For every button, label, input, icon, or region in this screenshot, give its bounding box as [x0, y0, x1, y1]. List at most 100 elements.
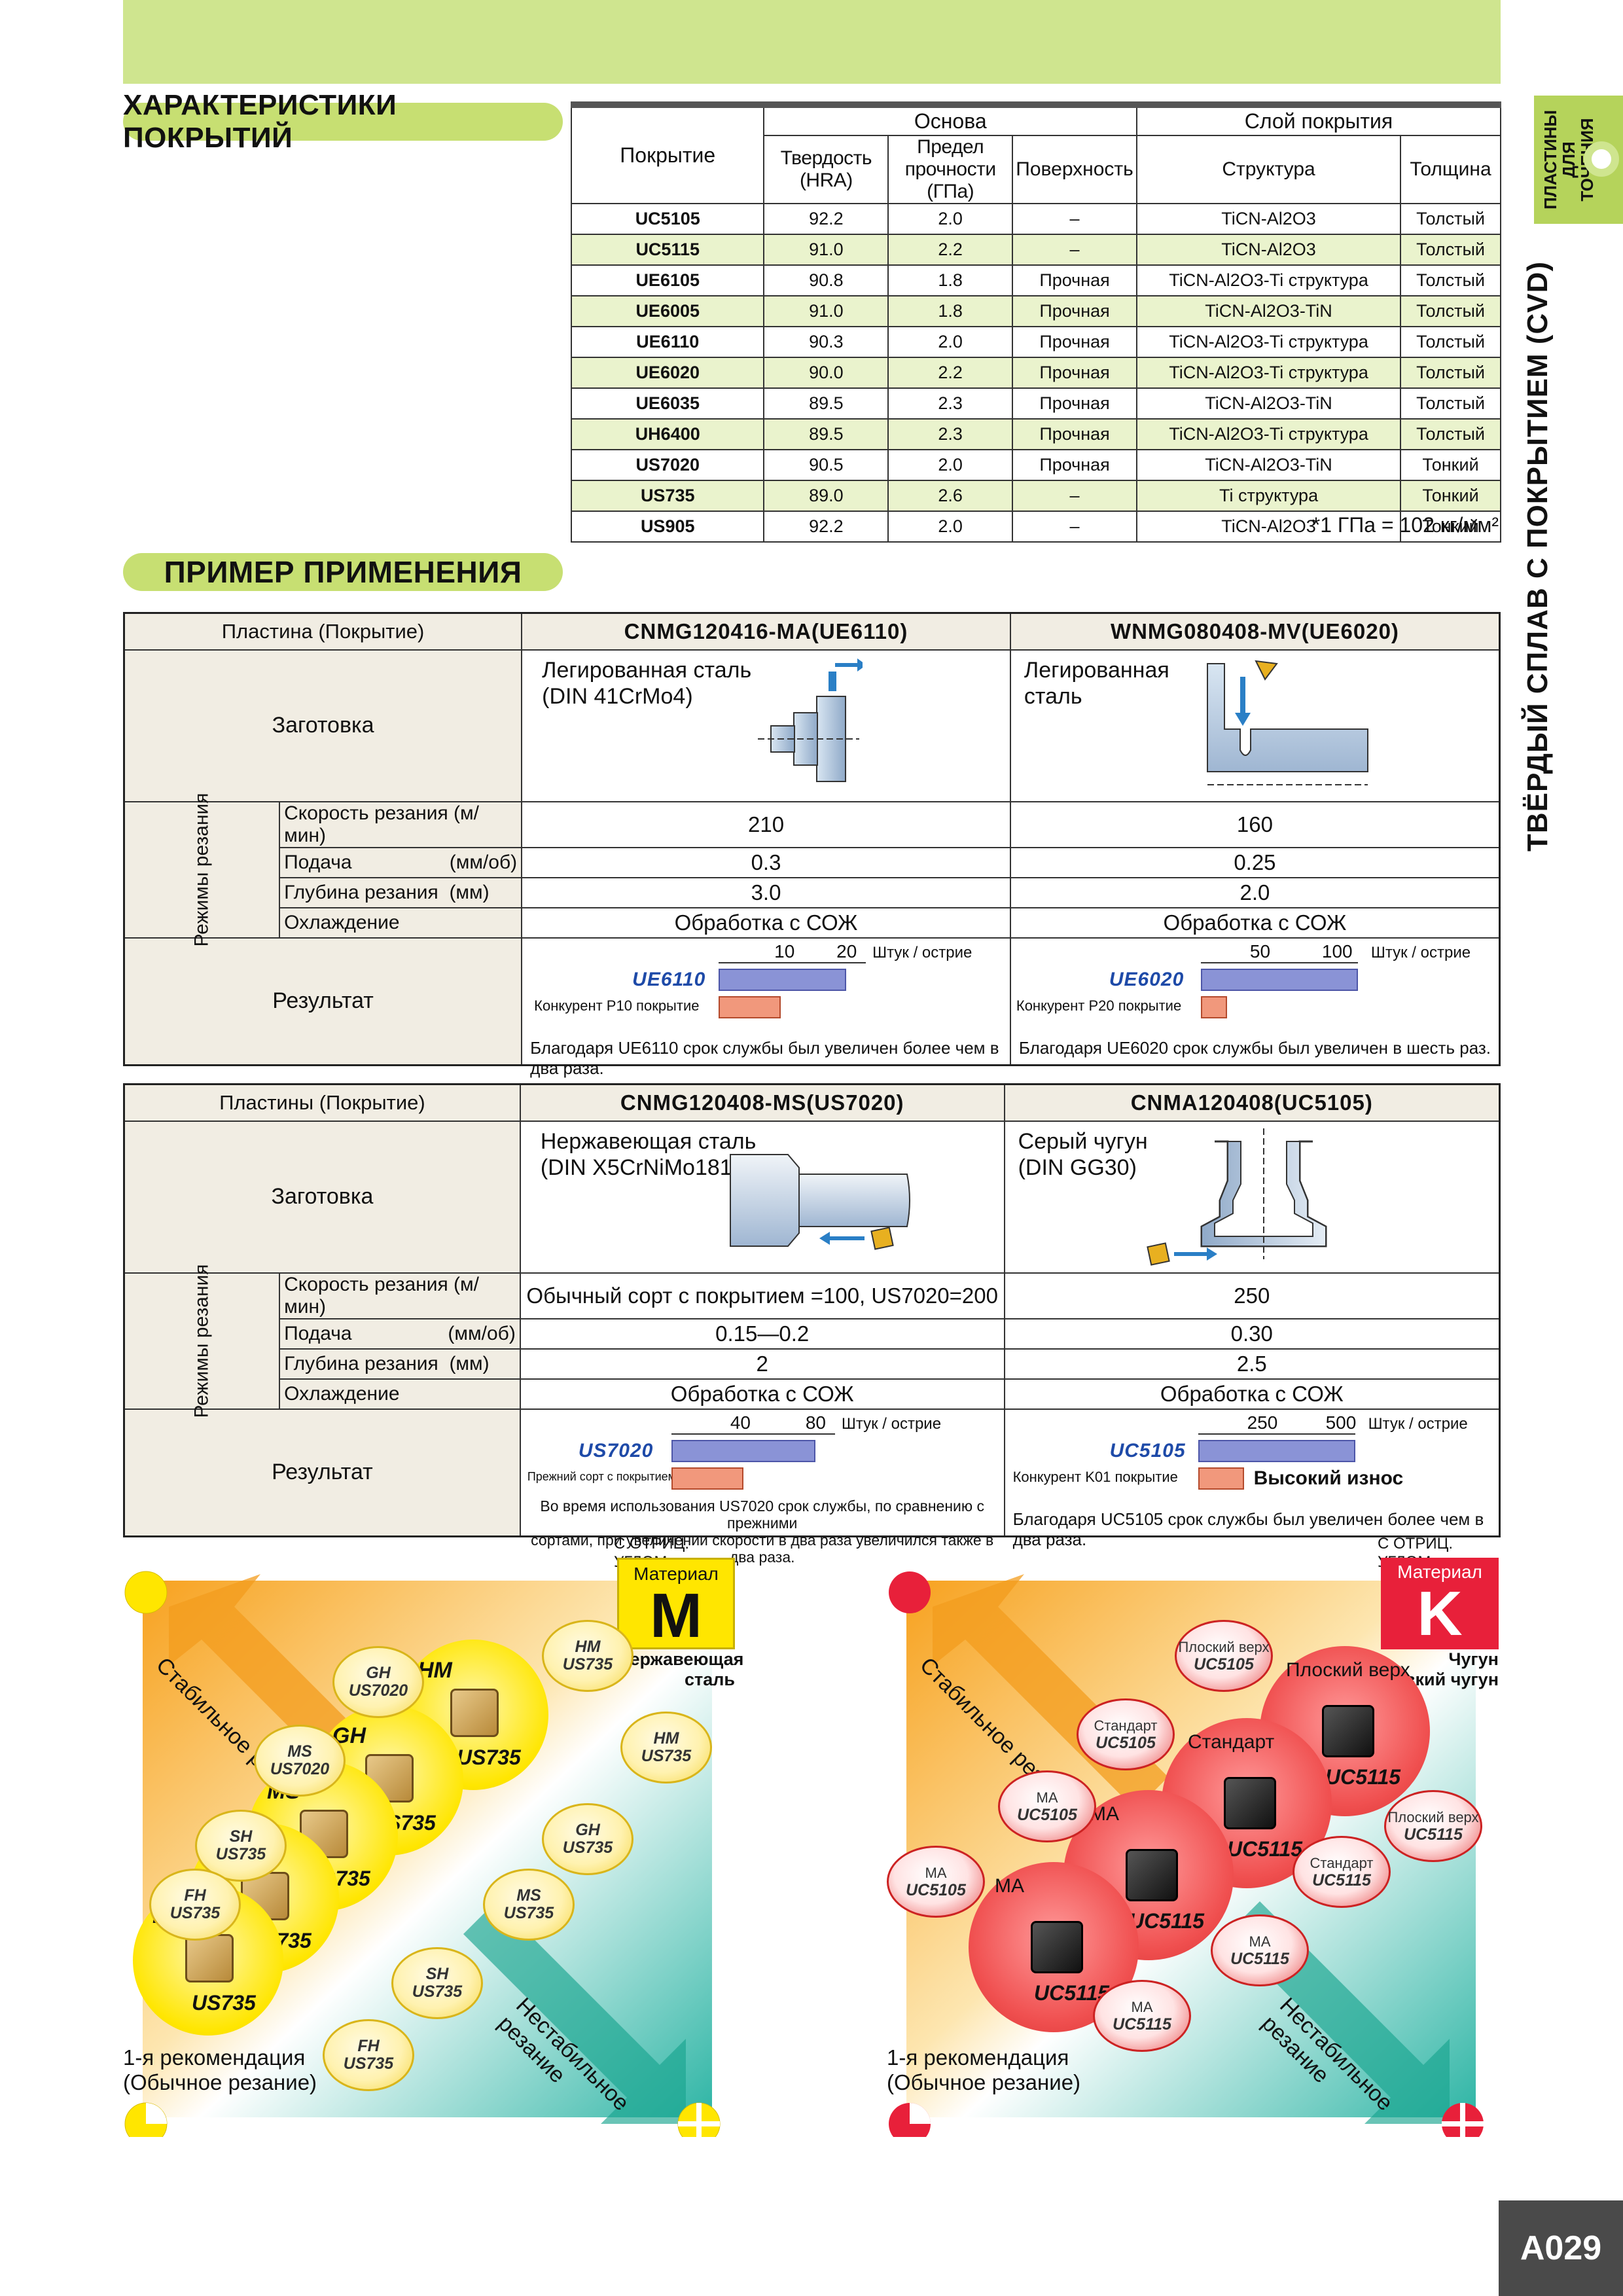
- insert-icon: [185, 1934, 234, 1982]
- material-line-2: сталь: [1024, 683, 1082, 709]
- grade-label: US7020: [270, 1760, 330, 1778]
- cell-gpa: 2.0: [887, 449, 1014, 481]
- material-k-badge: Материал K Чугун Ковкий чугун: [1381, 1558, 1499, 1690]
- competitor-label: Конкурент P10 покрытие: [534, 997, 700, 1014]
- breaker-label: Стандарт: [1094, 1717, 1158, 1734]
- breaker-label: MS: [287, 1742, 312, 1761]
- application-table-2: Пластины (Покрытие) CNMG120408-MS(US7020…: [123, 1083, 1501, 1566]
- cell-thickness: Толстый: [1400, 418, 1501, 450]
- breaker-label: MS: [516, 1886, 541, 1905]
- tick-1: 250: [1247, 1412, 1278, 1433]
- t1-a-speed: 210: [521, 800, 1011, 848]
- cell-surface: –: [1012, 203, 1138, 235]
- tab-line-1: ПЛАСТИНЫ: [1541, 110, 1560, 209]
- cell-structure: TiCN-Al2O3-TiN: [1136, 449, 1402, 481]
- cell-thickness: Толстый: [1400, 387, 1501, 420]
- cell-hra: 89.0: [763, 480, 889, 512]
- result-message: Благодаря UE6110 срок службы был увеличе…: [530, 1037, 999, 1078]
- competitor-label: Конкурент P20 покрытие: [1016, 997, 1182, 1014]
- cell-surface: –: [1012, 234, 1138, 266]
- grade-label: US735: [192, 1991, 256, 2015]
- material-line-1: Легированная сталь: [542, 657, 752, 683]
- cell-surface: –: [1012, 511, 1138, 543]
- brand-label: UC5105: [1109, 1439, 1186, 1462]
- recommendation-label: 1-я рекомендация(Обычное резание): [123, 2045, 317, 2094]
- t2-a-feed: 0.15—0.2: [519, 1318, 1005, 1350]
- breaker-label: FH: [357, 2037, 380, 2055]
- col-surface: Поверхность: [1012, 135, 1138, 204]
- cell-structure: TiCN-Al2O3: [1136, 234, 1402, 266]
- insert-icon: [1126, 1849, 1178, 1901]
- t2-a-depth: 2: [519, 1348, 1005, 1380]
- cell-surface: Прочная: [1012, 295, 1138, 327]
- material-line-1: Серый чугун: [1018, 1128, 1148, 1154]
- workpiece-label: Заготовка: [123, 649, 523, 802]
- cell-thickness: Тонкий: [1400, 449, 1501, 481]
- turning-icon: [1584, 141, 1619, 177]
- cell-code: UE6020: [570, 357, 765, 389]
- grade-label: US735: [169, 1904, 221, 1922]
- cell-gpa: 2.2: [887, 234, 1014, 266]
- grade-label: US735: [562, 1655, 613, 1674]
- tick-1: 10: [774, 941, 795, 961]
- coolant-label: Охлаждение: [279, 1378, 521, 1410]
- cell-hra: 92.2: [763, 203, 889, 235]
- result-message-1: Во время использования US7020 срок служб…: [540, 1497, 985, 1532]
- coating-heading: ХАРАКТЕРИСТИКИ ПОКРЫТИЙ: [123, 89, 563, 154]
- cell-surface: Прочная: [1012, 357, 1138, 389]
- brand-bar: [671, 1439, 815, 1462]
- cell-hra: 91.0: [763, 295, 889, 327]
- grade-label: UC5105: [1194, 1655, 1254, 1674]
- cell-hra: 90.0: [763, 357, 889, 389]
- cell-hra: 90.8: [763, 264, 889, 296]
- insert-label: Пластины (Покрытие): [123, 1083, 521, 1122]
- grade-label: UC5115: [1404, 1825, 1463, 1844]
- result-message: Благодаря UE6020 срок службы был увеличе…: [1018, 1037, 1491, 1058]
- cell-gpa: 2.3: [887, 387, 1014, 420]
- cell-code: UE6105: [570, 264, 765, 296]
- col-coating: Покрытие: [570, 104, 765, 204]
- cell-gpa: 1.8: [887, 295, 1014, 327]
- competitor-label: Прежний сорт с покрытием: [527, 1469, 677, 1483]
- cell-surface: Прочная: [1012, 418, 1138, 450]
- competitor-bar: [1200, 996, 1227, 1018]
- bolt-drawing-icon: [729, 1153, 910, 1250]
- unit-label: Штук / острие: [841, 1414, 942, 1433]
- t1-b-coolant: Обработка с СОЖ: [1009, 906, 1501, 939]
- grade-label: UC5105: [1017, 1806, 1077, 1824]
- breaker-label: Стандарт: [1188, 1731, 1275, 1753]
- workpiece-drawing-icon: [1206, 660, 1368, 785]
- brand-bar: [719, 968, 847, 991]
- competitor-bar: [719, 996, 781, 1018]
- brand-label: UE6020: [1109, 968, 1185, 990]
- t2-a-title: CNMG120408-MS(US7020): [519, 1083, 1005, 1122]
- recommendation-label: 1-я рекомендация(Обычное резание): [887, 2045, 1081, 2094]
- breaker-label: MA: [1036, 1789, 1058, 1806]
- col-hardness: Твердость (HRA): [763, 135, 889, 204]
- grade-label: UC5115: [1325, 1765, 1401, 1789]
- result-message-2: сортами, при увеличении скорости в два р…: [531, 1531, 994, 1566]
- cell-thickness: Тонкий: [1400, 511, 1501, 543]
- cell-gpa: 2.3: [887, 418, 1014, 450]
- cell-thickness: Толстый: [1400, 264, 1501, 296]
- insert-icon: [1322, 1705, 1374, 1757]
- cell-thickness: Тонкий: [1400, 480, 1501, 512]
- cell-structure: TiCN-Al2O3: [1136, 511, 1402, 543]
- material-line-1: Нержавеющая сталь: [540, 1128, 757, 1154]
- insert-icon: [450, 1689, 499, 1737]
- cell-hra: 89.5: [763, 387, 889, 420]
